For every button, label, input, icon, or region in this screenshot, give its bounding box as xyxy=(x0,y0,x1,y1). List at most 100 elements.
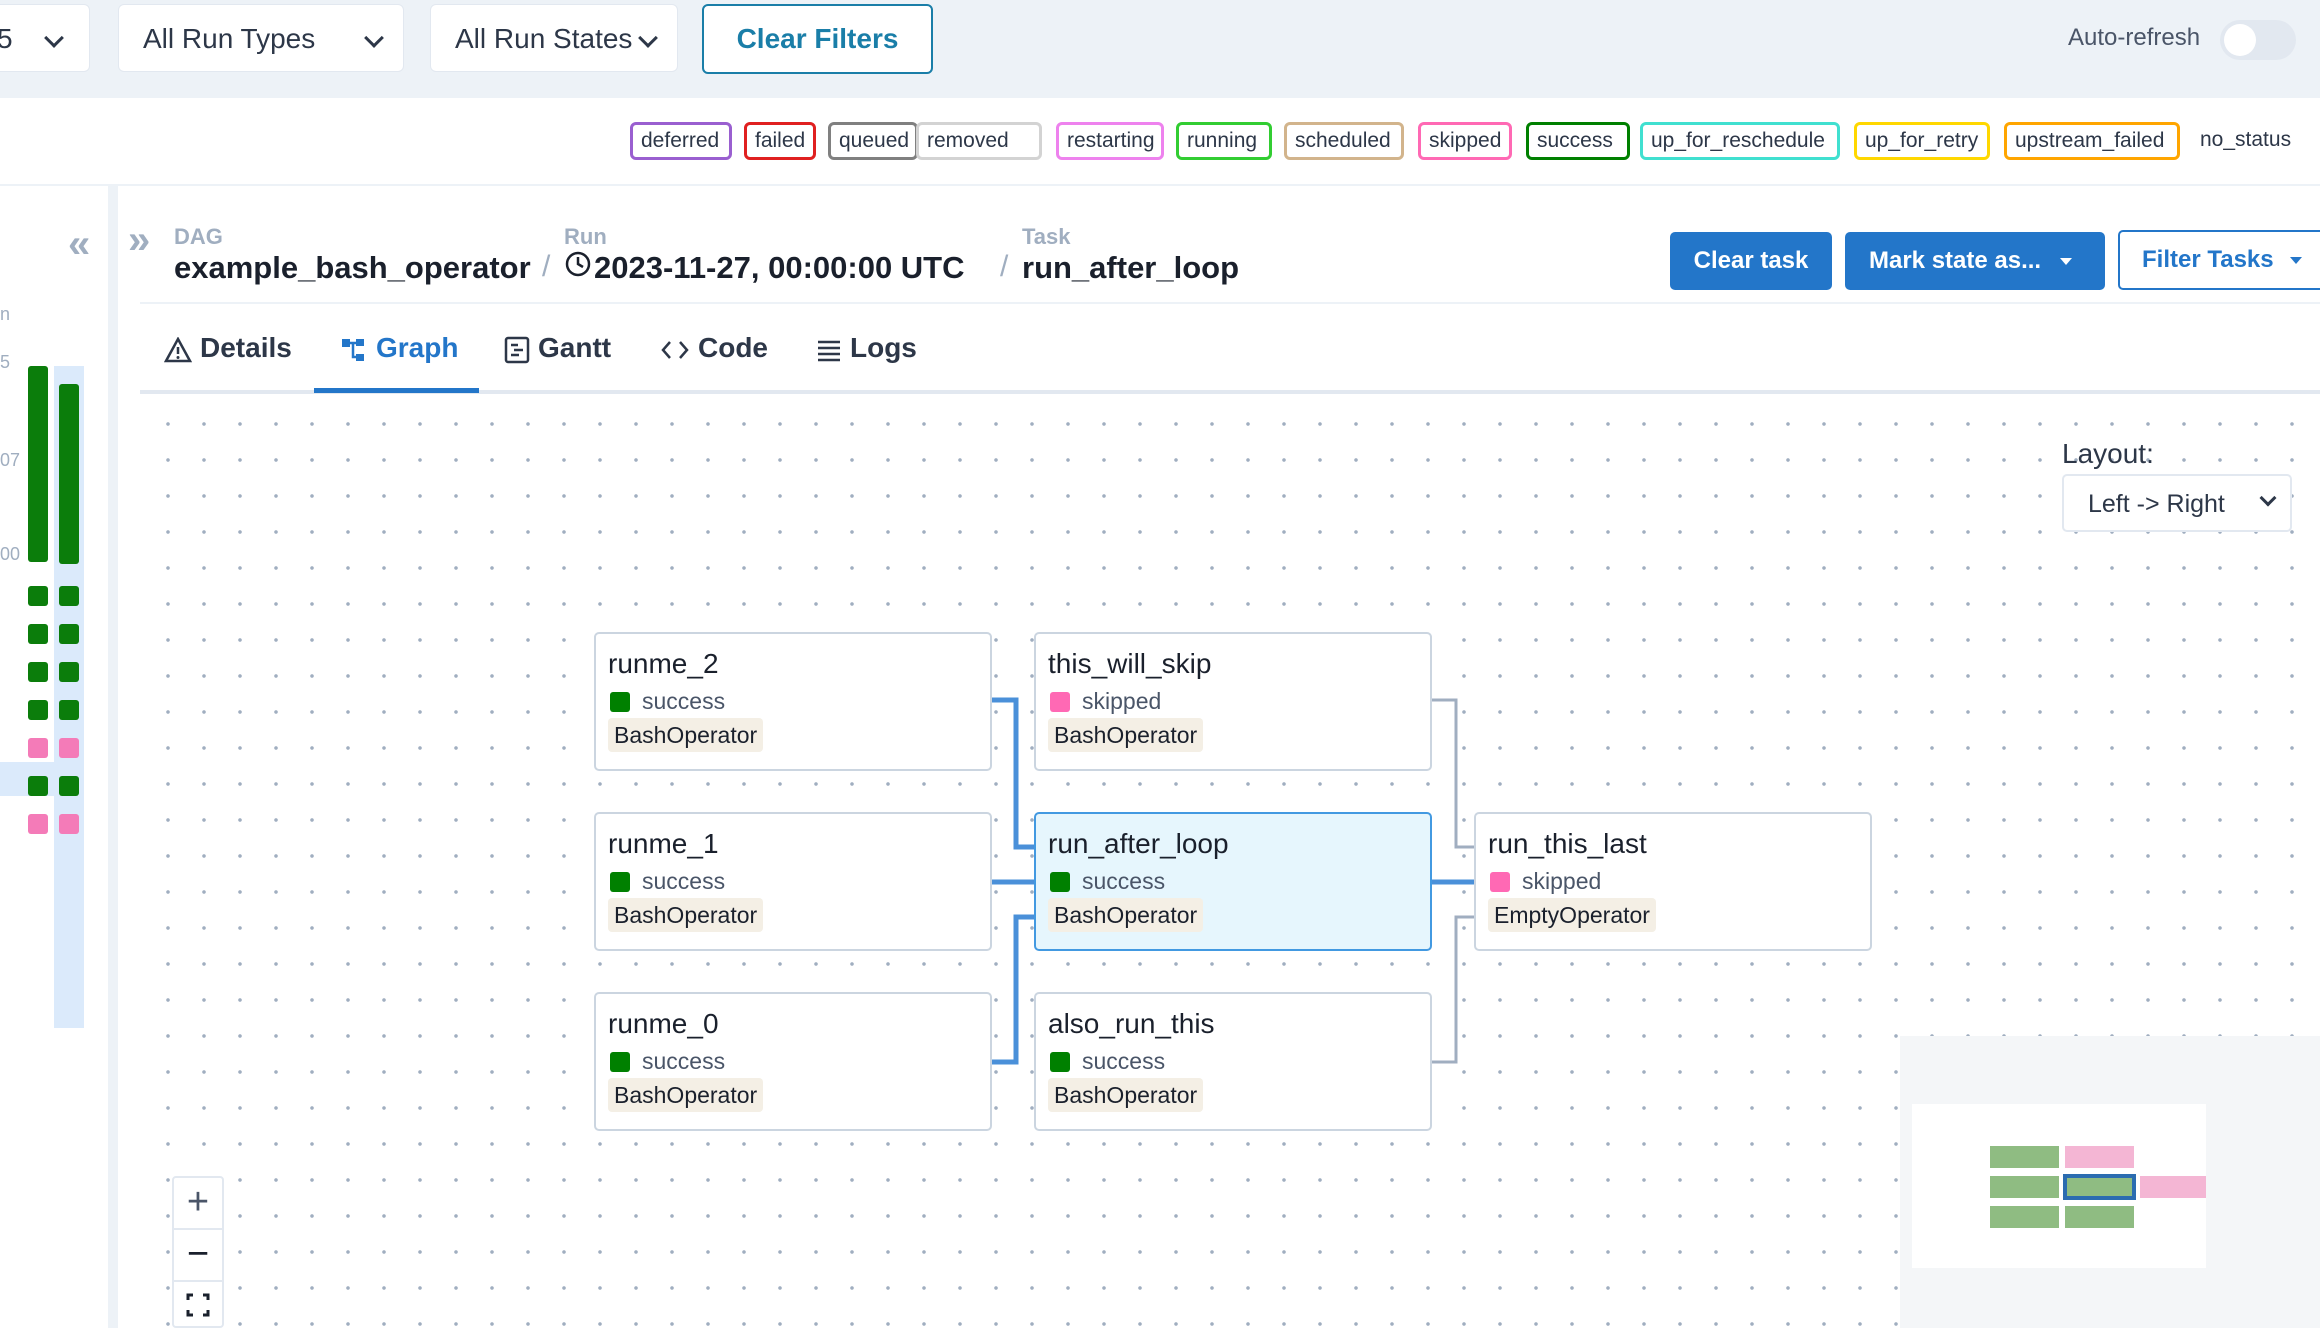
task-instance-cell[interactable] xyxy=(28,738,48,758)
legend-no-status[interactable]: no_status xyxy=(2200,128,2292,151)
task-instance-cell[interactable] xyxy=(28,814,48,834)
zoom-in-button[interactable]: + xyxy=(174,1178,222,1230)
chevron-down-icon xyxy=(2259,489,2277,507)
run-states-value: All Run States xyxy=(455,23,633,54)
header-divider xyxy=(140,302,2320,304)
grid-tick-mid: 07 xyxy=(0,450,21,470)
task-node-title: run_after_loop xyxy=(1048,828,1229,859)
tab-details[interactable]: Details xyxy=(163,332,292,364)
task-instance-cell[interactable] xyxy=(28,662,48,682)
state-square xyxy=(1050,1052,1070,1072)
task-instance-cell[interactable] xyxy=(59,662,79,682)
legend-running[interactable]: running xyxy=(1176,122,1272,160)
grid-divider[interactable] xyxy=(108,186,118,1328)
task-instance-cell[interactable] xyxy=(28,586,48,606)
code-icon xyxy=(661,340,689,359)
breadcrumb-run-label: Run xyxy=(564,224,607,249)
filter-tasks-button[interactable]: Filter Tasks xyxy=(2118,230,2320,290)
task-node-operator: BashOperator xyxy=(608,718,764,752)
legend-deferred[interactable]: deferred xyxy=(630,122,732,160)
fit-view-button[interactable] xyxy=(174,1282,222,1328)
state-square xyxy=(1050,692,1070,712)
tab-code-label: Code xyxy=(698,332,768,363)
task-instance-cell[interactable] xyxy=(28,700,48,720)
zoom-out-button[interactable]: − xyxy=(174,1230,222,1282)
tab-logs-label: Logs xyxy=(850,332,917,363)
tab-gantt-label: Gantt xyxy=(538,332,612,363)
task-instance-cell[interactable] xyxy=(59,586,79,606)
breadcrumb-dag[interactable]: example_bash_operator xyxy=(174,250,531,285)
task-node-state: success xyxy=(642,1048,726,1074)
tabs-border xyxy=(140,390,2320,394)
run-duration-bar[interactable] xyxy=(28,366,48,562)
breadcrumb-dag-label: DAG xyxy=(174,224,223,249)
task-node-title: run_this_last xyxy=(1488,828,1647,859)
auto-refresh-toggle[interactable] xyxy=(2220,20,2296,60)
legend-queued[interactable]: queued xyxy=(828,122,918,160)
grid-tick-top: 5 xyxy=(0,352,11,372)
legend-up-for-retry[interactable]: up_for_retry xyxy=(1854,122,1990,160)
breadcrumb-separator: / xyxy=(542,250,551,283)
legend-scheduled[interactable]: scheduled xyxy=(1284,122,1404,160)
task-instance-cell[interactable] xyxy=(28,776,48,796)
runs-count-select[interactable]: 5 xyxy=(0,4,90,72)
collapse-grid-icon[interactable]: « xyxy=(68,222,91,266)
clear-filters-button[interactable]: Clear Filters xyxy=(702,4,933,74)
clear-task-button[interactable]: Clear task xyxy=(1670,232,1832,290)
filter-tasks-label: Filter Tasks xyxy=(2142,246,2274,273)
task-instance-cell[interactable] xyxy=(59,776,79,796)
breadcrumb-run[interactable]: 2023-11-27, 00:00:00 UTC xyxy=(594,250,965,285)
mark-state-label: Mark state as... xyxy=(1869,247,2042,274)
state-square xyxy=(1490,872,1510,892)
task-node-operator: BashOperator xyxy=(608,1078,764,1112)
tab-details-label: Details xyxy=(200,332,292,363)
task-instance-cell[interactable] xyxy=(28,624,48,644)
legend-skipped[interactable]: skipped xyxy=(1418,122,1512,160)
grid-header-fragment: n xyxy=(0,304,11,324)
run-states-select[interactable]: All Run States xyxy=(430,4,678,72)
zoom-controls: + − xyxy=(172,1176,224,1328)
task-node-title: runme_2 xyxy=(608,648,719,679)
task-node-title: this_will_skip xyxy=(1048,648,1212,679)
task-instance-cell[interactable] xyxy=(59,700,79,720)
active-tab-indicator xyxy=(314,388,479,393)
breadcrumb-task[interactable]: run_after_loop xyxy=(1022,250,1240,285)
layout-label: Layout: xyxy=(2062,438,2154,469)
tab-graph[interactable]: Graph xyxy=(340,332,458,364)
layout-select[interactable]: Left -> Right xyxy=(2062,474,2292,532)
tab-logs[interactable]: Logs xyxy=(816,332,917,364)
task-instance-cell[interactable] xyxy=(59,624,79,644)
legend-success[interactable]: success xyxy=(1526,122,1630,160)
dag-runs-grid: n 5 07 00 xyxy=(0,186,110,1328)
legend-failed[interactable]: failed xyxy=(744,122,816,160)
toggle-knob xyxy=(2224,24,2256,56)
legend-removed[interactable]: removed xyxy=(916,122,1042,160)
task-node-operator: BashOperator xyxy=(1048,898,1204,932)
expand-details-icon[interactable]: » xyxy=(128,218,151,262)
task-instance-cell[interactable] xyxy=(59,738,79,758)
tab-code[interactable]: Code xyxy=(660,332,768,364)
gantt-icon xyxy=(504,336,530,363)
run-types-select[interactable]: All Run Types xyxy=(118,4,404,72)
task-instance-cell[interactable] xyxy=(59,814,79,834)
run-duration-bar[interactable] xyxy=(59,384,79,564)
task-node-state: success xyxy=(1082,1048,1166,1074)
legend-restarting[interactable]: restarting xyxy=(1056,122,1164,160)
tab-gantt[interactable]: Gantt xyxy=(504,332,611,364)
mark-state-button[interactable]: Mark state as... xyxy=(1845,232,2105,290)
fit-view-icon xyxy=(186,1293,210,1317)
task-node-state: skipped xyxy=(1522,868,1602,894)
caret-down-icon xyxy=(2290,257,2303,265)
legend-upstream-failed[interactable]: upstream_failed xyxy=(2004,122,2180,160)
state-square xyxy=(610,1052,630,1072)
legend-up-for-reschedule[interactable]: up_for_reschedule xyxy=(1640,122,1840,160)
grid-tick-bottom: 00 xyxy=(0,544,21,564)
